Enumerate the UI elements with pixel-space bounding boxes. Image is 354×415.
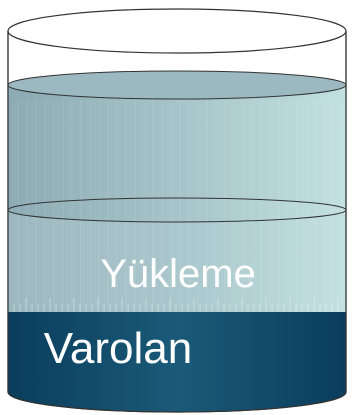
existing-layer-label: Varolan <box>44 324 192 373</box>
loading-layer-label: Yükleme <box>100 252 256 296</box>
container-top-rim <box>7 8 347 54</box>
container-bottom-rim <box>7 391 347 413</box>
existing-layer <box>8 298 346 412</box>
existing-layer-ticks <box>13 298 339 312</box>
loading-layer-top-surface <box>7 70 347 100</box>
existing-layer-body <box>8 312 346 412</box>
loading-layer-upper-band <box>8 85 346 222</box>
